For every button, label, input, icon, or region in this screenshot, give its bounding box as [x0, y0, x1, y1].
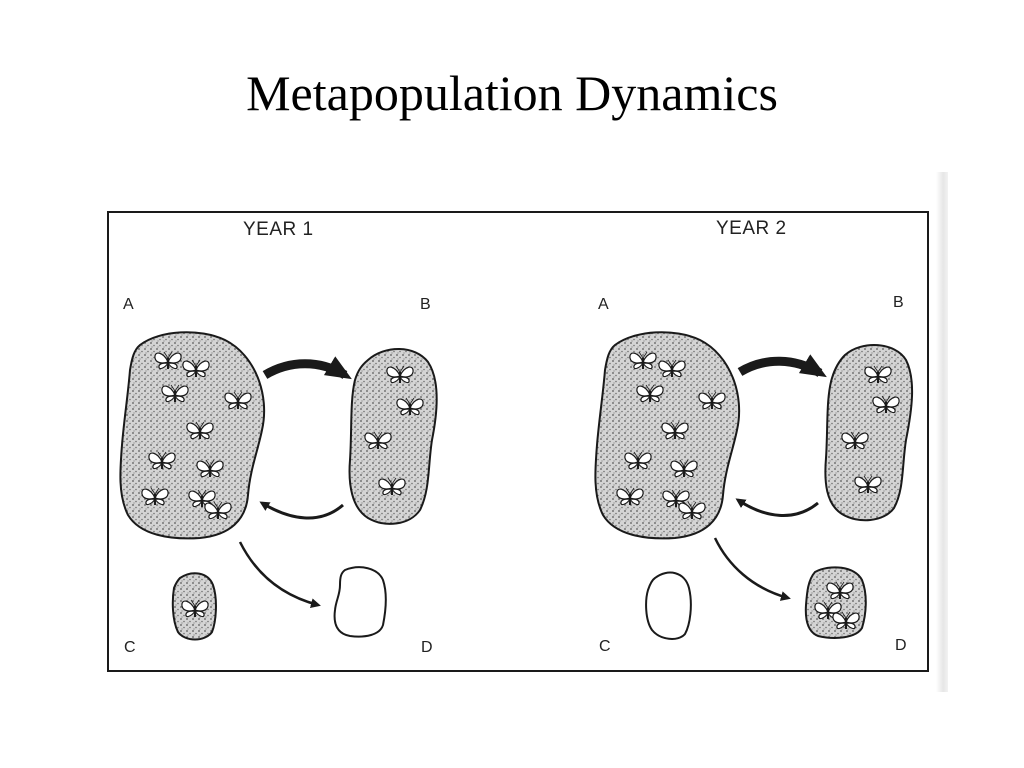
migration-arrow-a-to-d — [713, 537, 791, 601]
year2-patch-b — [824, 343, 914, 522]
year1-patch-letter-b: B — [420, 296, 431, 313]
year1-patch-letter-c: C — [124, 639, 136, 656]
year2-patch-letter-a: A — [598, 296, 609, 313]
year1-panel — [119, 331, 438, 641]
panel-label-year-2: YEAR 2 — [716, 218, 787, 239]
migration-arrow-a-to-d — [238, 541, 321, 609]
scan-edge-shadow — [936, 172, 948, 692]
migration-arrow-b-to-a — [259, 501, 344, 520]
year2-patch-letter-d: D — [895, 637, 907, 654]
year2-panel — [594, 331, 914, 640]
year2-patch-c-empty — [645, 571, 692, 640]
panel-label-year-1: YEAR 1 — [243, 219, 314, 240]
year1-patch-letter-a: A — [123, 296, 134, 313]
year2-patch-letter-c: C — [599, 638, 611, 655]
migration-arrow-a-to-b — [262, 356, 352, 380]
slide-title: Metapopulation Dynamics — [246, 65, 778, 121]
year1-patch-letter-d: D — [421, 639, 433, 656]
year2-patch-letter-b: B — [893, 294, 904, 311]
migration-arrow-a-to-b — [737, 354, 827, 378]
year2-patch-d — [804, 566, 867, 639]
year1-patch-d-empty — [333, 566, 387, 638]
year1-patch-b — [348, 348, 438, 525]
migration-arrow-b-to-a — [735, 498, 819, 517]
